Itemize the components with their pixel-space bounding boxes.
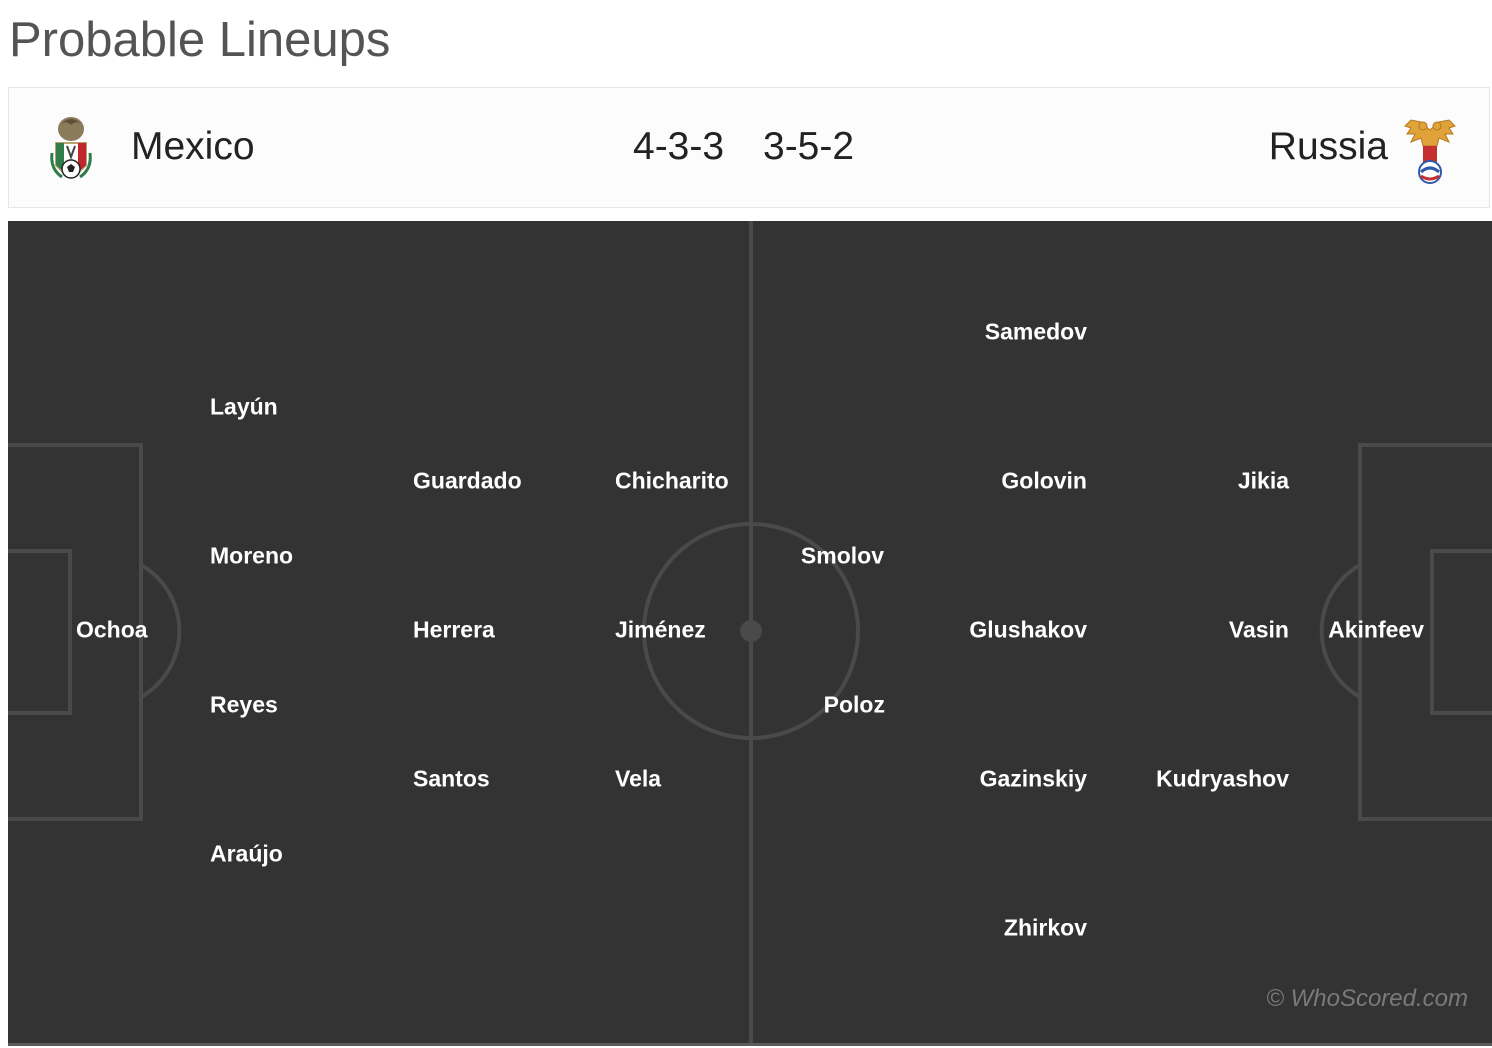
away-player-gazinskiy[interactable]: Gazinskiy <box>979 765 1087 792</box>
home-player-araujo[interactable]: Araújo <box>210 840 283 867</box>
away-player-poloz[interactable]: Poloz <box>823 691 885 718</box>
away-player-golovin[interactable]: Golovin <box>1001 467 1087 494</box>
watermark: © WhoScored.com <box>1266 985 1468 1012</box>
home-player-vela[interactable]: Vela <box>615 765 662 792</box>
away-player-zhirkov[interactable]: Zhirkov <box>1003 914 1087 941</box>
page-title: Probable Lineups <box>9 13 391 67</box>
lineup-header: Mexico 4-3-3 3-5-2 Russia <box>8 87 1490 208</box>
mexico-crest-icon <box>42 113 100 185</box>
away-formation: 3-5-2 <box>763 125 855 168</box>
home-player-moreno[interactable]: Moreno <box>210 542 294 569</box>
away-player-samedov[interactable]: Samedov <box>984 318 1087 345</box>
away-player-kudryashov[interactable]: Kudryashov <box>1156 765 1289 792</box>
pitch-markings <box>8 221 1492 1043</box>
away-player-smolov[interactable]: Smolov <box>800 542 884 569</box>
away-team-name: Russia <box>1268 125 1388 168</box>
home-player-jimenez[interactable]: Jiménez <box>615 616 706 643</box>
russia-crest-icon <box>1401 116 1459 188</box>
home-player-chicharito[interactable]: Chicharito <box>615 467 729 494</box>
home-player-layun[interactable]: Layún <box>210 393 278 420</box>
home-team-name: Mexico <box>131 125 255 168</box>
away-player-vasin[interactable]: Vasin <box>1228 616 1289 643</box>
home-player-reyes[interactable]: Reyes <box>210 691 278 718</box>
home-player-herrera[interactable]: Herrera <box>413 616 495 643</box>
away-player-akinfeev[interactable]: Akinfeev <box>1328 616 1424 643</box>
away-player-glushakov[interactable]: Glushakov <box>969 616 1087 643</box>
away-player-jikia[interactable]: Jikia <box>1237 467 1289 494</box>
home-player-guardado[interactable]: Guardado <box>413 467 522 494</box>
home-player-santos[interactable]: Santos <box>413 765 490 792</box>
home-formation: 4-3-3 <box>633 125 725 168</box>
home-player-ochoa[interactable]: Ochoa <box>76 616 148 643</box>
